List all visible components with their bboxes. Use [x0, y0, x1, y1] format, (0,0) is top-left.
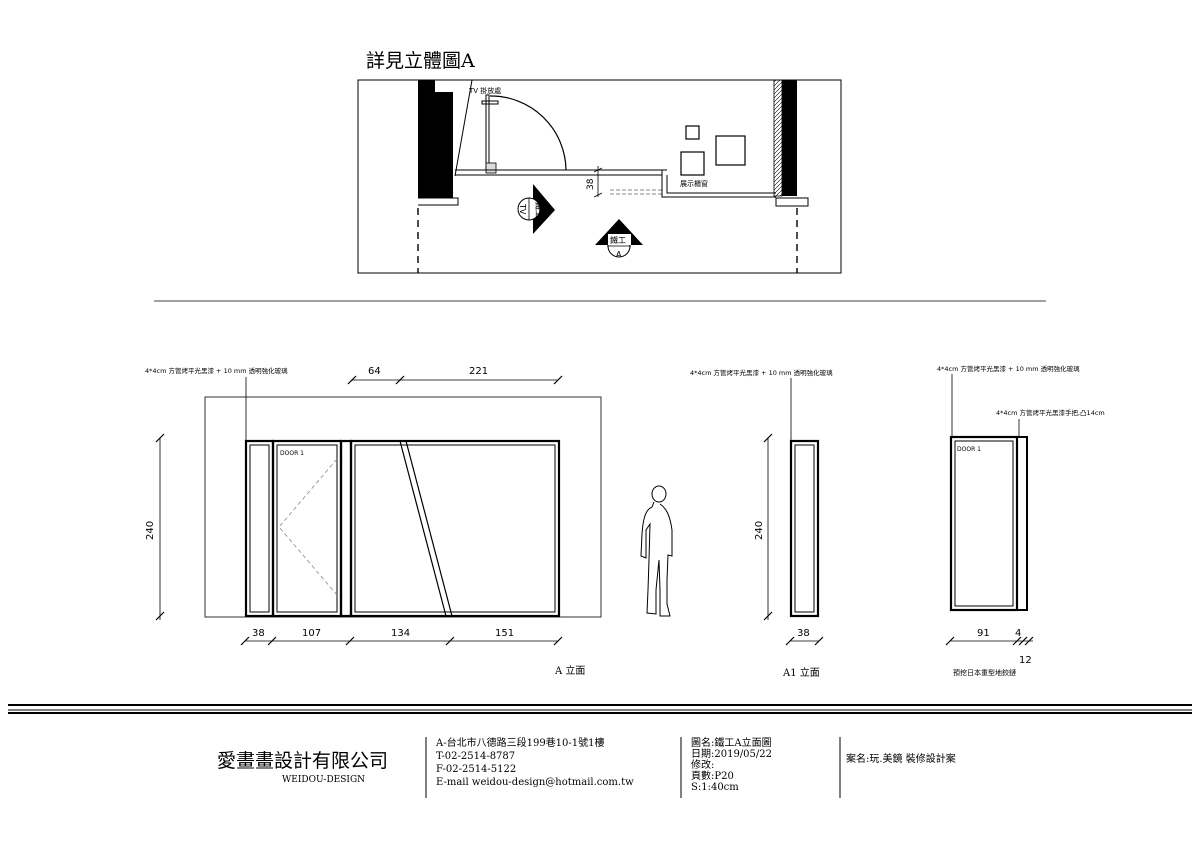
date: 日期:2019/05/22 — [691, 749, 773, 760]
plan-right-wall-hatch — [773, 79, 783, 197]
plan-display-label: 展示櫃窗 — [680, 179, 708, 188]
plan-dim-38: 38 — [586, 178, 596, 190]
elev-door-note-1: 4*4cm 方管烤平光黑漆 + 10 mm 透明強化玻璃 — [937, 364, 1080, 373]
plan-left-wall — [418, 80, 435, 198]
elev-a1-dim-bottom: 38 — [785, 628, 824, 646]
address: A-台北市八德路三段199巷10-1號1樓 — [436, 738, 605, 749]
elev-a-title: A 立面 — [554, 664, 585, 677]
elev-a-dim-64: 64 — [368, 366, 381, 377]
telephone: T-02-2514-8787 — [436, 751, 516, 762]
email: E-mail weidou-design@hotmail.com.tw — [436, 777, 634, 788]
elev-a1-note: 4*4cm 方管烤平光黑漆 + 10 mm 透明強化玻璃 — [690, 368, 833, 377]
title-block — [8, 704, 1192, 798]
elev-door-tag: DOOR 1 — [957, 446, 981, 453]
elev-a-note: 4*4cm 方管烤平光黑漆 + 10 mm 透明強化玻璃 — [145, 366, 288, 375]
elev-door-dim-bottom: 91 4 12 — [945, 628, 1034, 666]
plan-display-window — [661, 170, 776, 198]
plan-marker-a: 鐵工 A — [595, 219, 643, 259]
plan-door-handle — [481, 100, 499, 105]
plan-door-swing — [489, 95, 567, 171]
elev-a-door-tag: DOOR 1 — [280, 450, 304, 457]
elev-door-dim-12: 12 — [1019, 655, 1032, 666]
plan-door-leaf — [485, 94, 490, 171]
revision: 修改: — [691, 760, 715, 771]
plan-tv-line — [454, 79, 473, 177]
elev-door-handle — [1016, 436, 1028, 611]
elev-a1-dim-height: 240 — [754, 433, 773, 621]
drawing-name: 圖名:鐵工A立面圖 — [691, 738, 772, 749]
elev-a-diagonal — [399, 440, 453, 617]
page-number: 頁數:P20 — [691, 771, 734, 782]
elev-a-dim-134: 134 — [391, 628, 410, 639]
elev-a-dim-top: 64 221 — [347, 366, 563, 385]
elev-a1-frame-inner — [794, 444, 815, 613]
elev-a1-dim-38: 38 — [797, 628, 810, 639]
plan-marker-a-bottom: A — [616, 250, 622, 259]
elev-a-dim-height: 240 — [145, 433, 165, 621]
elev-a-dim-107: 107 — [302, 628, 321, 639]
elev-door-note-2: 4*4cm 方管烤平光黑漆手把,凸14cm — [996, 408, 1105, 417]
elev-a-door-swing — [278, 458, 338, 596]
elev-door-dim-91: 91 — [977, 628, 990, 639]
scale: S:1:40cm — [691, 782, 739, 793]
human-scale-figure — [640, 485, 673, 617]
company-name-en: WEIDOU-DESIGN — [282, 775, 366, 785]
plan-tv-label: TV 掛放處 — [468, 86, 501, 95]
elev-a-frames — [244, 439, 561, 618]
company-name: 愛畫畫設計有限公司 — [217, 750, 389, 772]
plan-dim-38-tick1 — [593, 167, 603, 173]
elev-a-dim-221: 221 — [469, 366, 488, 377]
plan-glass-section — [610, 189, 662, 195]
elevation-a: 4*4cm 方管烤平光黑漆 + 10 mm 透明強化玻璃 64 221 240 — [145, 366, 602, 677]
plan-right-wall-outline — [775, 197, 809, 207]
plan-left-wall-inner — [433, 92, 453, 198]
elev-a-wall — [204, 396, 602, 618]
elev-a-dim-38: 38 — [252, 628, 265, 639]
elev-door-caption: 預挖日本重型地鉸鏈 — [953, 668, 1016, 677]
project-name: 案名:玩.美鏡 裝修設計案 — [846, 754, 956, 765]
plan-title: 詳見立體圖A — [366, 50, 475, 72]
elev-a1-title: A1 立面 — [782, 666, 820, 679]
elev-door-dim-4: 4 — [1015, 628, 1021, 639]
plan-marker-tv-top: 鐵工 — [534, 202, 544, 218]
plan-display-box-3 — [715, 135, 746, 166]
plan-marker-tv-bottom: TV — [518, 203, 527, 215]
plan-right-wall — [782, 80, 797, 196]
plan-marker-tv: 鐵工 TV — [517, 184, 555, 234]
plan-door-pivot — [485, 162, 497, 174]
fax: F-02-2514-5122 — [436, 764, 517, 775]
elev-a-dim-151: 151 — [495, 628, 514, 639]
plan-left-wall-outline — [418, 197, 459, 206]
plan-display-box-1 — [685, 125, 700, 140]
elev-a1-frame — [789, 439, 820, 618]
plan-view: 詳見立體圖A TV 掛放處 38 展示櫃窗 — [357, 50, 842, 274]
plan-frame — [357, 79, 842, 274]
elev-a-dim-240: 240 — [145, 521, 156, 540]
elevation-door: 4*4cm 方管烤平光黑漆 + 10 mm 透明強化玻璃 4*4cm 方管烤平光… — [937, 364, 1105, 677]
plan-marker-a-top: 鐵工 — [610, 235, 626, 245]
elev-door-frame-inner — [954, 440, 1014, 607]
elev-a-dim-bottom: 38 107 134 151 — [240, 628, 563, 646]
elevation-a1: 4*4cm 方管烤平光黑漆 + 10 mm 透明強化玻璃 240 38 A1 立… — [690, 368, 833, 679]
plan-dim-38-tick2 — [593, 192, 603, 198]
plan-display-box-2 — [680, 151, 705, 176]
elev-a1-dim-240: 240 — [754, 521, 765, 540]
elev-door-frame — [949, 435, 1019, 612]
